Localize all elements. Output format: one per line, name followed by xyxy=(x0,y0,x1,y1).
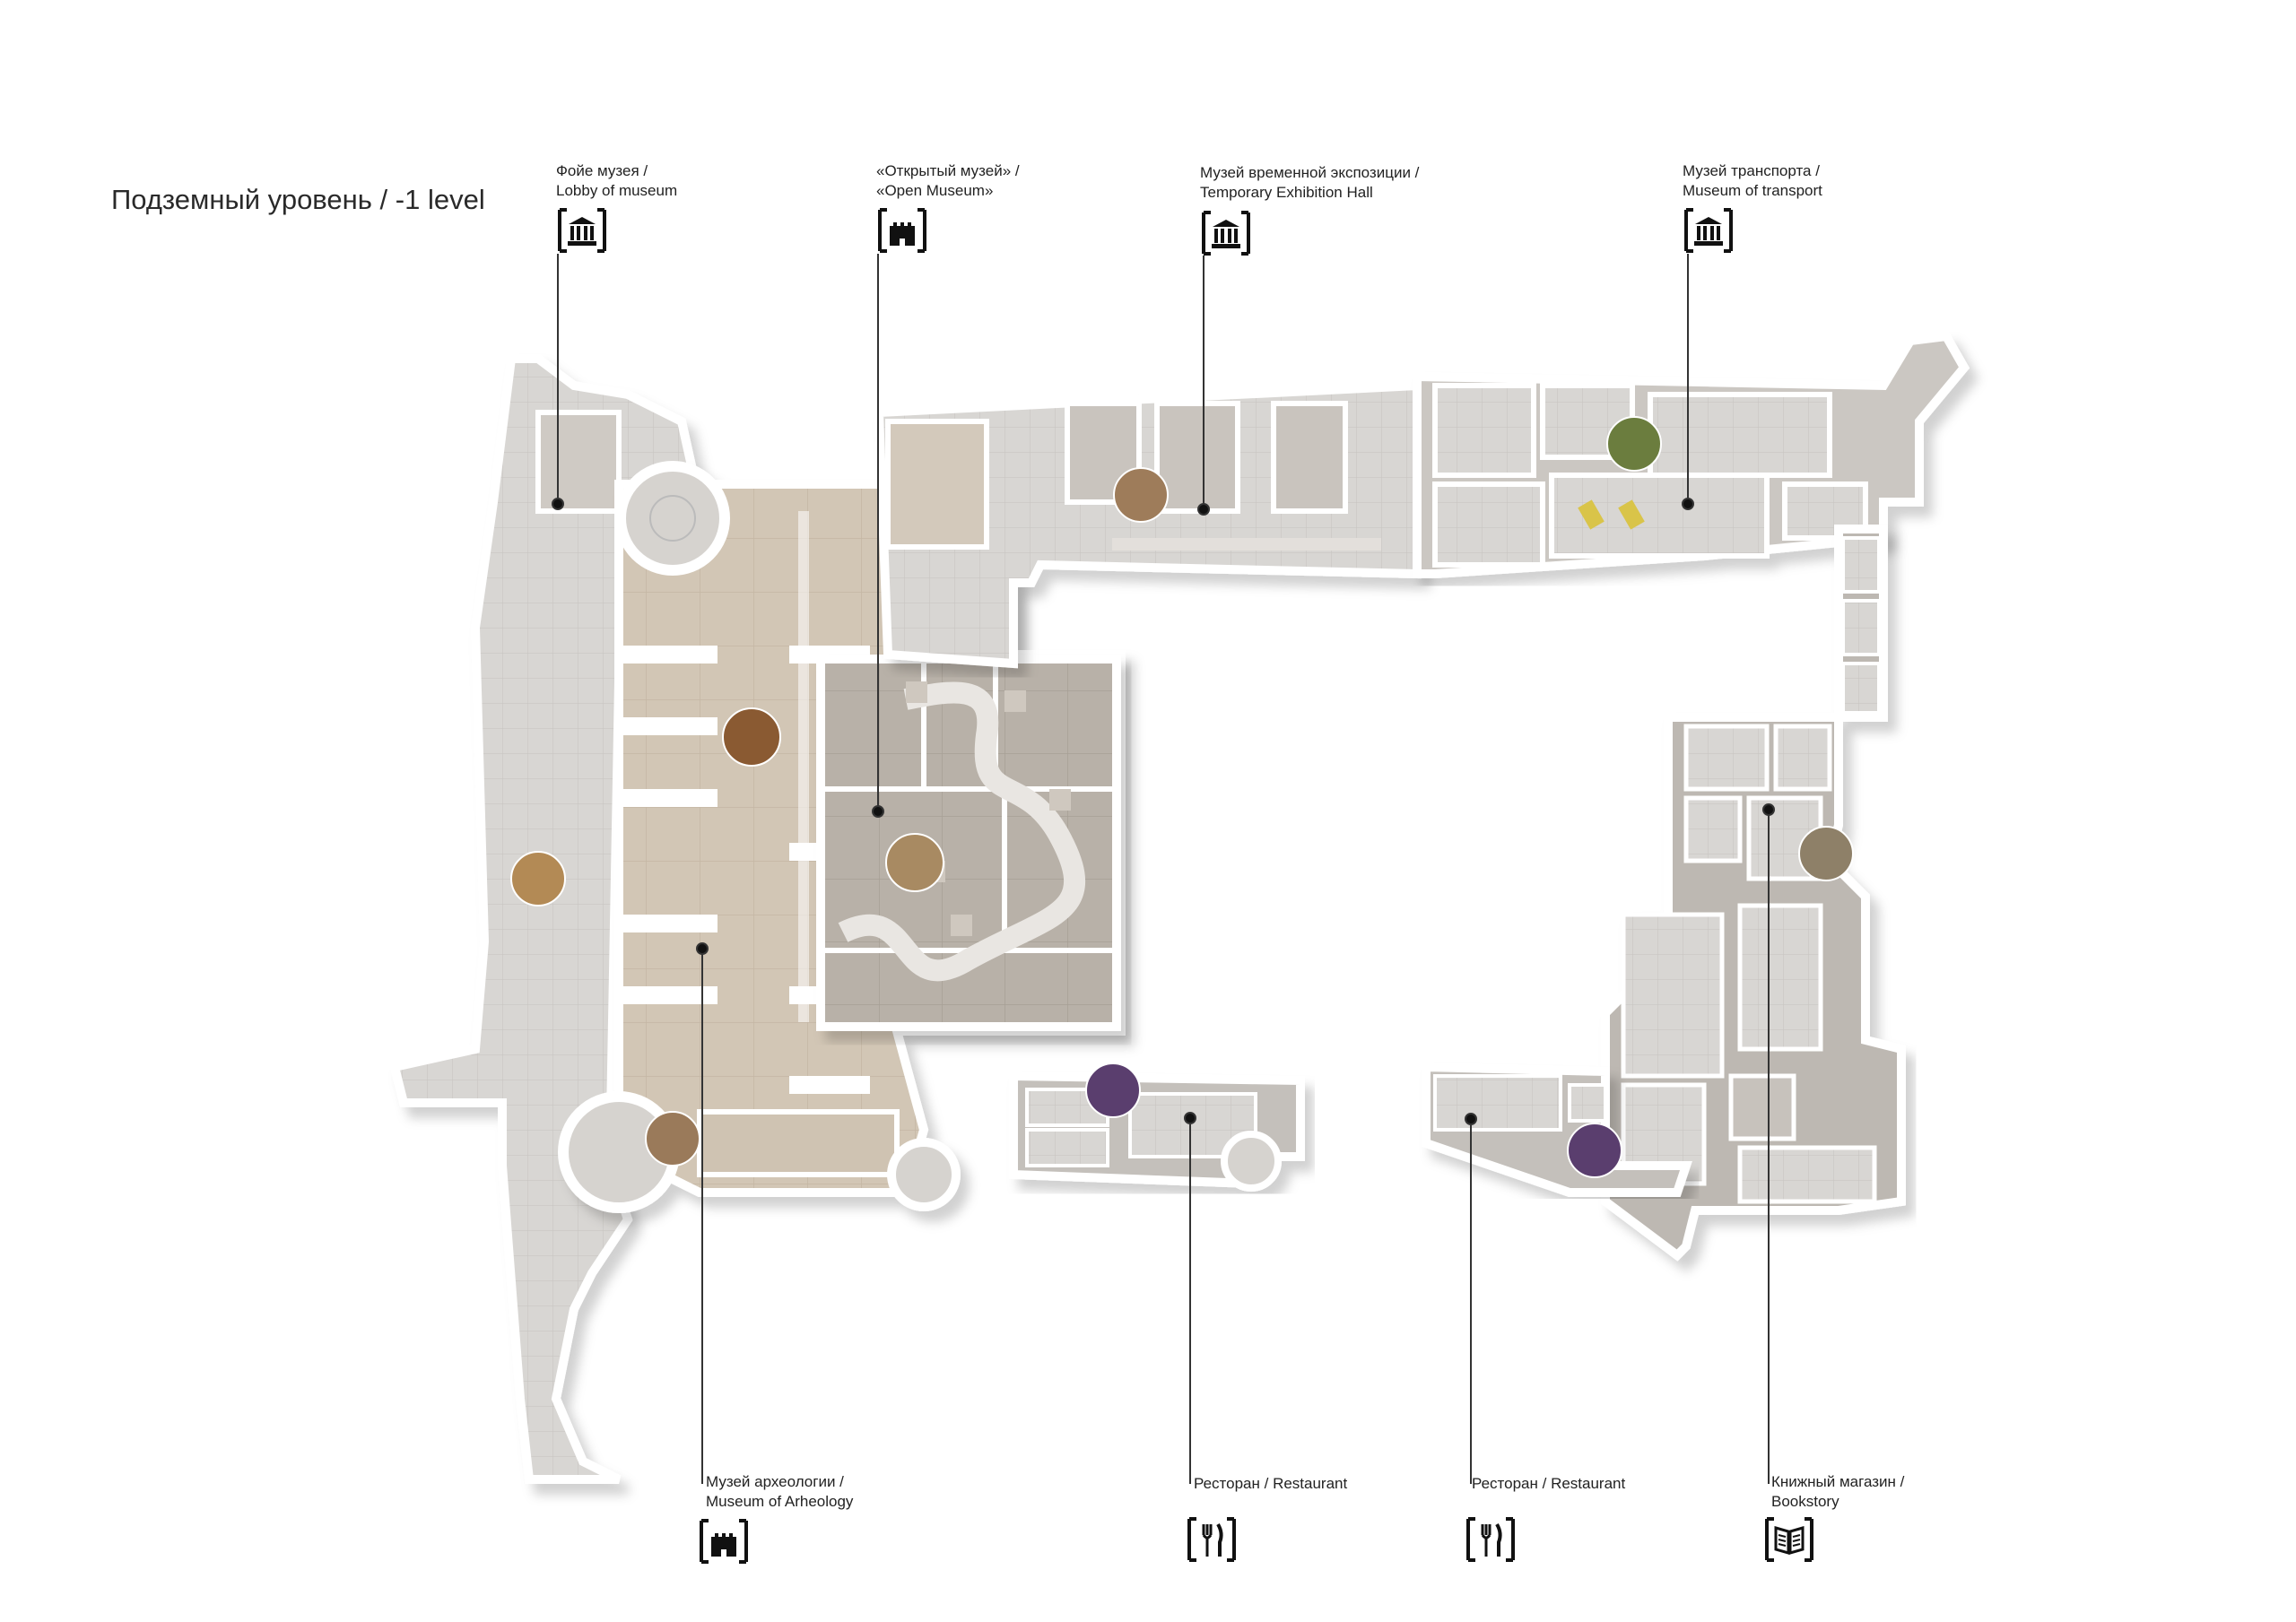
callout-transport-label: Музей транспорта / Museum of transport xyxy=(1683,161,1822,201)
photo-marker-restaurant-1 xyxy=(1085,1063,1141,1118)
fork-knife-icon xyxy=(1186,1515,1238,1564)
callout-bookstore-line1: Книжный магазин / xyxy=(1771,1473,1905,1490)
callout-archeology-label: Музей археологии / Museum of Arheology xyxy=(706,1472,853,1512)
callout-temporary-label: Музей временной экспозиции / Temporary E… xyxy=(1200,163,1419,203)
photo-marker-lobby xyxy=(510,851,566,906)
callout-restaurant-2-line1: Ресторан / Restaurant xyxy=(1472,1475,1626,1492)
fork-knife-icon xyxy=(1465,1515,1517,1564)
transport-block xyxy=(1413,331,1970,578)
photo-marker-open-museum xyxy=(885,833,944,892)
photo-marker-bookstore xyxy=(1798,826,1854,881)
museum-icon xyxy=(1683,206,1735,255)
callout-open-museum-line2: «Open Museum» xyxy=(876,182,994,199)
photo-marker-archeology xyxy=(722,707,781,767)
castle-icon xyxy=(698,1517,750,1566)
east-wing xyxy=(1601,525,1906,1262)
restaurant-2-block xyxy=(1422,1062,1692,1197)
callout-temporary-line2: Temporary Exhibition Hall xyxy=(1200,184,1373,201)
photo-marker-archeology-2 xyxy=(645,1111,700,1167)
photo-markers xyxy=(510,416,1854,1178)
callout-bookstore-line2: Bookstory xyxy=(1771,1493,1839,1510)
callout-restaurant-1-line1: Ресторан / Restaurant xyxy=(1194,1475,1348,1492)
callout-restaurant-2-label: Ресторан / Restaurant xyxy=(1472,1474,1625,1494)
north-corridor xyxy=(874,380,1422,669)
photo-marker-temporary xyxy=(1113,467,1169,523)
callout-transport-line1: Музей транспорта / xyxy=(1683,162,1820,179)
photo-marker-restaurant-2 xyxy=(1567,1123,1622,1178)
book-icon xyxy=(1763,1515,1815,1564)
castle-icon xyxy=(876,206,928,255)
open-museum-block xyxy=(816,655,1121,1031)
photo-marker-transport xyxy=(1606,416,1662,472)
museum-icon xyxy=(556,206,608,255)
restaurant-1-block xyxy=(1009,1071,1305,1192)
museum-icon xyxy=(1200,209,1252,257)
callout-archeology-line1: Музей археологии / xyxy=(706,1473,844,1490)
callout-open-museum-line1: «Открытый музей» / xyxy=(876,162,1020,179)
leader-lines xyxy=(552,254,1775,1484)
callout-transport-line2: Museum of transport xyxy=(1683,182,1822,199)
callout-open-museum-label: «Открытый музей» / «Open Museum» xyxy=(876,161,1020,201)
callout-temporary-line1: Музей временной экспозиции / xyxy=(1200,164,1420,181)
callout-restaurant-1-label: Ресторан / Restaurant xyxy=(1194,1474,1347,1494)
page-title: Подземный уровень / -1 level xyxy=(111,184,485,215)
callout-archeology-line2: Museum of Arheology xyxy=(706,1493,854,1510)
callout-bookstore-label: Книжный магазин / Bookstory xyxy=(1771,1472,1904,1512)
callout-lobby-line2: Lobby of museum xyxy=(556,182,678,199)
callout-lobby-line1: Фойе музея / xyxy=(556,162,648,179)
callout-lobby-label: Фойе музея / Lobby of museum xyxy=(556,161,677,201)
